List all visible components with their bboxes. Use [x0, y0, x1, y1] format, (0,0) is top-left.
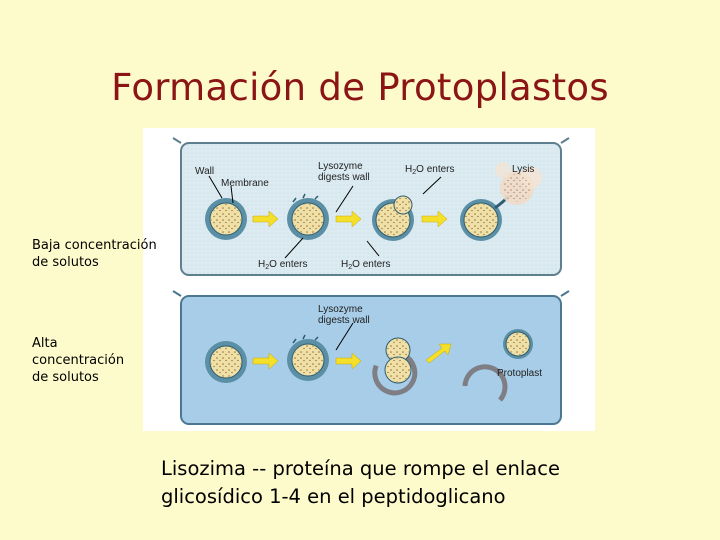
- label-h2o-enters-top: H2O enters: [405, 164, 455, 176]
- slide-caption: Lisozima -- proteína que rompe el enlace…: [161, 455, 681, 511]
- bottom-shed-wall: [462, 364, 508, 402]
- label-low-concentration: Baja concentración de solutos: [32, 237, 157, 271]
- label-membrane: Membrane: [221, 178, 269, 189]
- top-cell-lysing: [460, 162, 542, 241]
- label-lysozyme-top-1: Lysozyme: [318, 161, 363, 172]
- caption-line-2: glicosídico 1-4 en el peptidoglicano: [161, 485, 506, 508]
- label-low-concentration-line1: Baja concentración: [32, 238, 157, 253]
- label-lysozyme-bottom-2: digests wall: [318, 315, 370, 326]
- slide-title: Formación de Protoplastos: [111, 66, 609, 109]
- label-high-concentration-line2: concentración: [32, 353, 125, 368]
- top-beaker: [172, 137, 570, 276]
- label-high-concentration: Alta concentración de solutos: [32, 335, 124, 386]
- top-cell-swelling: [372, 195, 414, 241]
- label-h2o-enters-bottom-right: H2O enters: [341, 259, 391, 271]
- top-cell-digesting: [287, 193, 329, 240]
- caption-line-1: Lisozima -- proteína que rompe el enlace: [161, 457, 560, 480]
- label-protoplast: Protoplast: [497, 368, 542, 379]
- label-high-concentration-line3: de solutos: [32, 370, 99, 385]
- top-cell-intact: [205, 198, 247, 240]
- bottom-protoplast: [503, 329, 533, 359]
- label-lysis: Lysis: [512, 164, 534, 175]
- label-lysozyme-top-2: digests wall: [318, 172, 370, 183]
- bottom-cell-digesting: [287, 334, 329, 381]
- label-high-concentration-line1: Alta: [32, 336, 58, 351]
- bottom-cell-intact: [205, 341, 247, 383]
- bottom-arrows: [252, 343, 452, 370]
- bottom-cell-shedding: [372, 337, 418, 396]
- label-h2o-enters-bottom-left: H2O enters: [258, 259, 308, 271]
- label-low-concentration-line2: de solutos: [32, 255, 99, 270]
- label-wall: Wall: [195, 166, 214, 177]
- top-arrows: [252, 210, 448, 228]
- pointer-lines: [208, 175, 442, 351]
- bottom-beaker: [172, 290, 570, 425]
- label-lysozyme-bottom-1: Lysozyme: [318, 304, 363, 315]
- protoplast-diagram: Wall Membrane Lysozyme digests wall H2O …: [143, 128, 595, 431]
